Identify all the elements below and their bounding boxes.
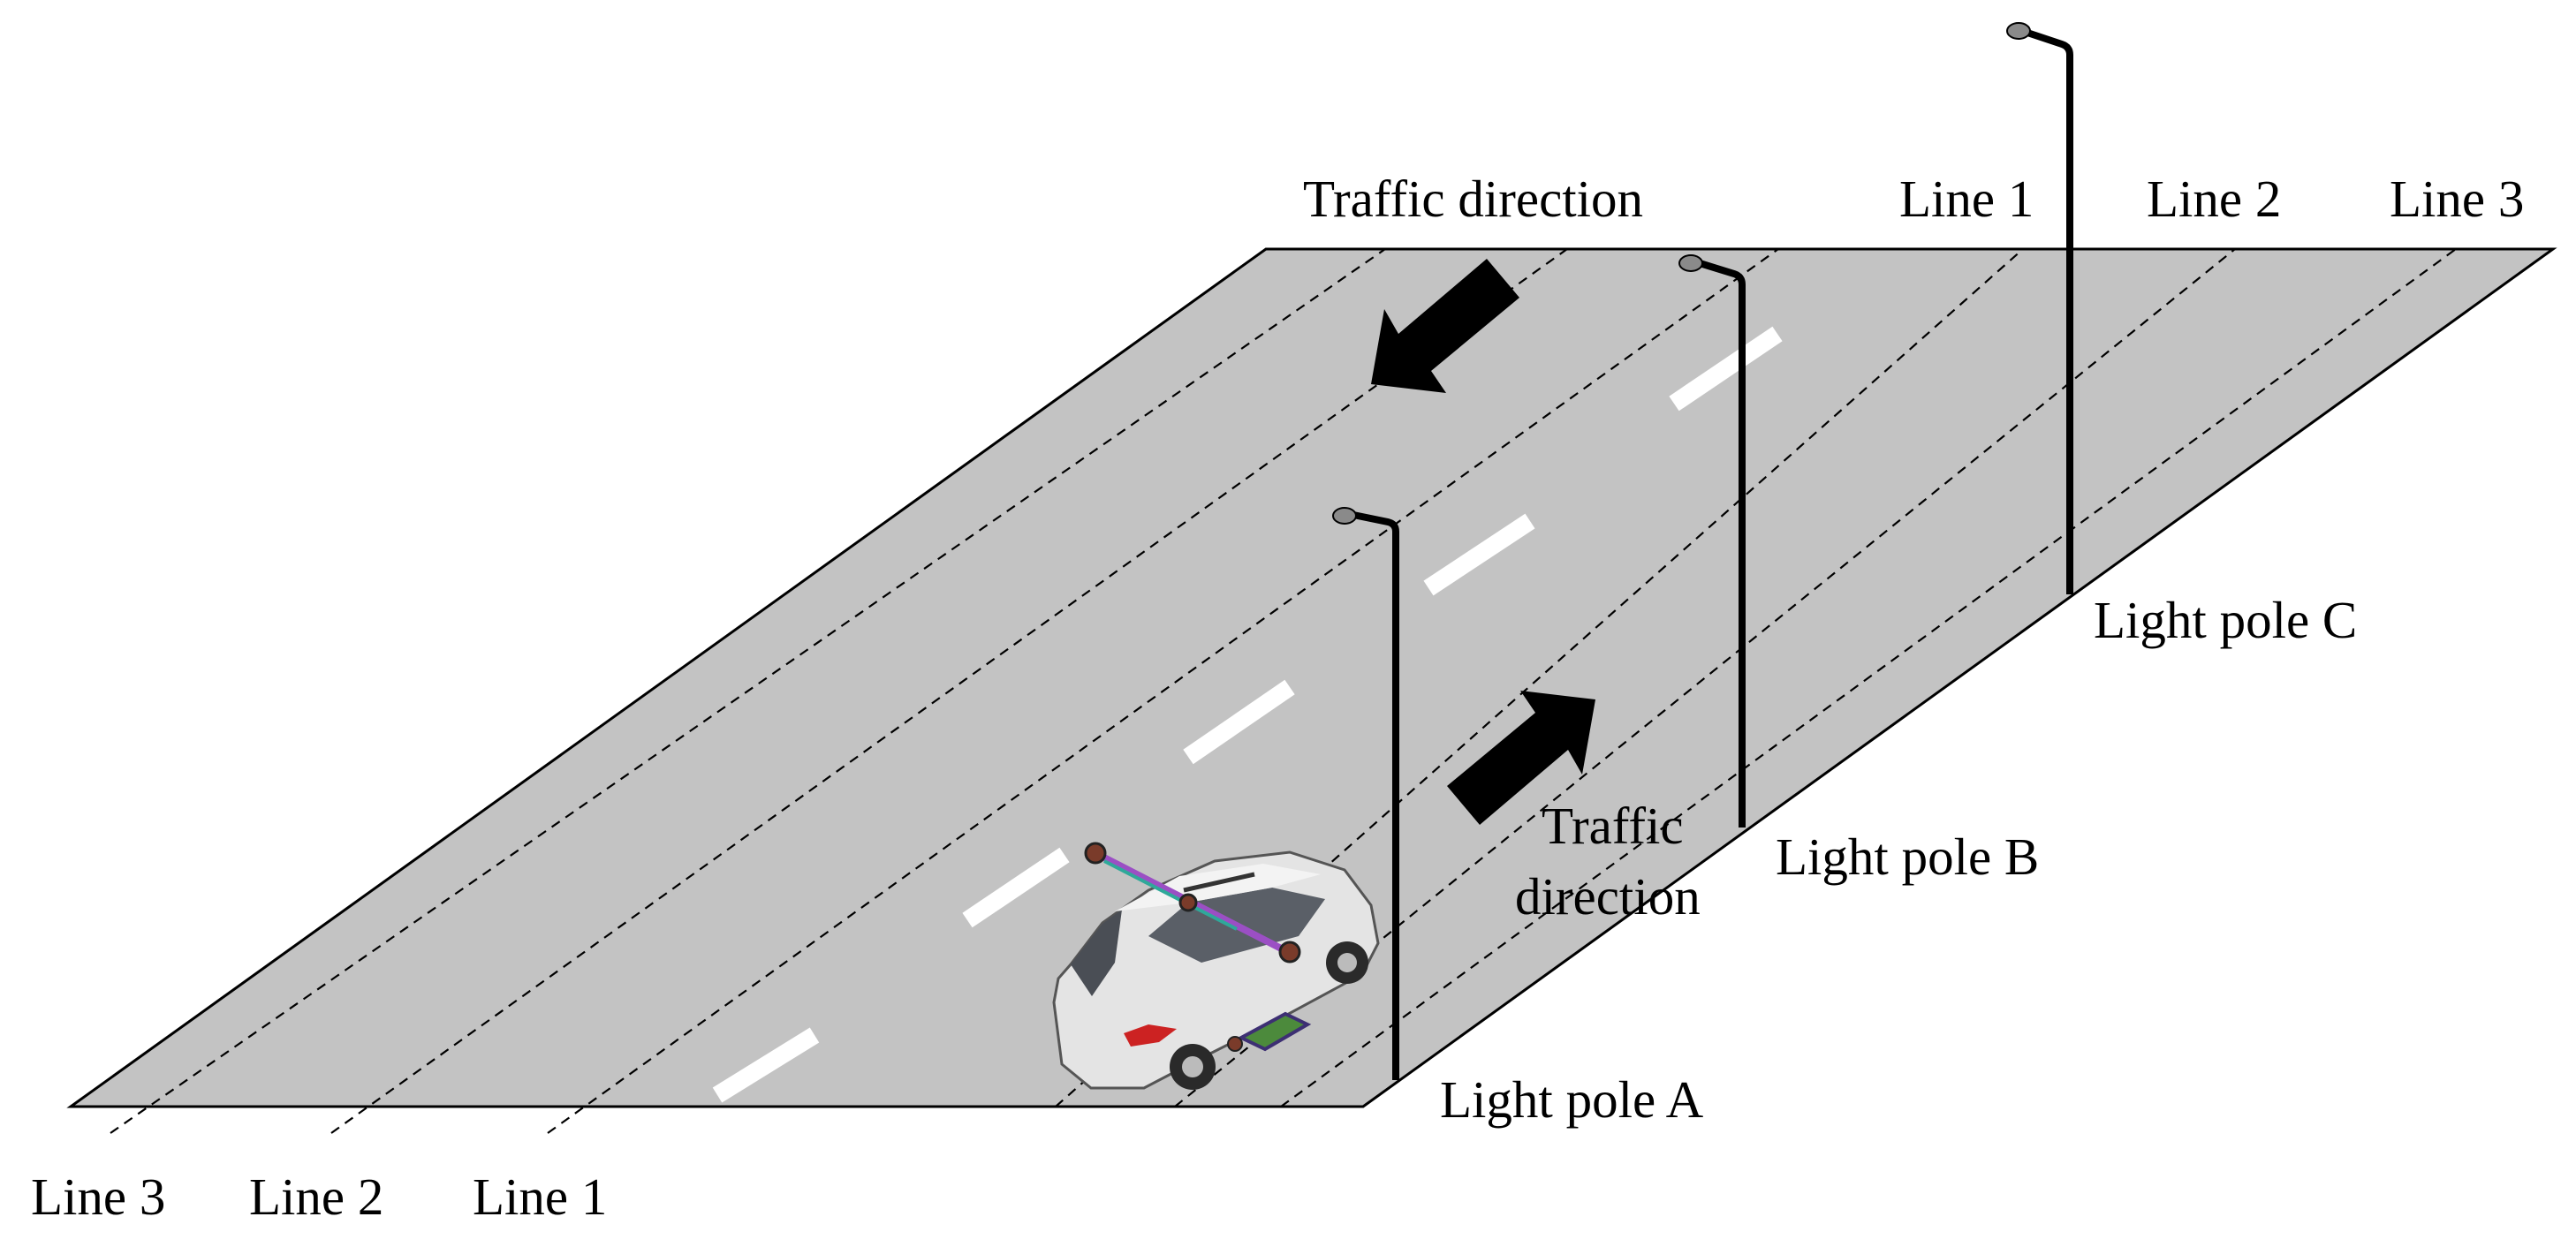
lane-dash <box>712 1027 820 1103</box>
underbody-sensor-frame <box>1237 1011 1312 1052</box>
survey-line-1-right <box>1055 248 2024 1107</box>
lane-dash <box>962 847 1070 928</box>
rear-wheel-hub <box>1182 1056 1203 1077</box>
car-roof <box>1115 864 1321 911</box>
survey-line-3-left <box>110 248 1386 1134</box>
lane-markings <box>712 326 1783 1103</box>
roof-rack <box>1183 872 1255 893</box>
line-1-label-bottom: Line 1 <box>473 1168 607 1226</box>
traffic-direction-label-bottom-line1: Traffic <box>1542 797 1684 855</box>
light-pole-b <box>1678 254 1746 828</box>
front-wheel-hub <box>1337 953 1357 972</box>
survey-line-3-right <box>1280 248 2457 1107</box>
line-1-label-top: Line 1 <box>1899 170 2034 228</box>
lamp-icon <box>1332 507 1357 525</box>
light-pole-c-label: Light pole C <box>2094 591 2357 649</box>
sensor-icon <box>1178 893 1198 912</box>
car-windows <box>1071 910 1122 996</box>
sensor-icon <box>1278 941 1301 964</box>
line-2-label-top: Line 2 <box>2147 170 2281 228</box>
light-pole-c <box>2006 22 2073 594</box>
road-surface <box>66 247 2557 1108</box>
line-3-label-bottom: Line 3 <box>31 1168 165 1226</box>
light-pole-c-pole <box>2026 29 2073 594</box>
lane-dash <box>1183 679 1295 765</box>
light-pole-a <box>1332 507 1399 1080</box>
survey-line-1-left <box>547 248 1779 1134</box>
light-pole-a-pole <box>1352 511 1399 1080</box>
sensor-icon <box>1084 842 1107 865</box>
sensor-icon <box>1227 1036 1243 1052</box>
light-pole-b-pole <box>1698 260 1746 828</box>
survey-line-2-left <box>330 248 1568 1134</box>
light-pole-a-label: Light pole A <box>1440 1070 1704 1129</box>
traffic-direction-label-bottom-line2: direction <box>1515 867 1701 926</box>
arrow-up-left-icon <box>1371 259 1519 393</box>
suv-with-mounted-sensors-icon <box>1052 842 1380 1090</box>
tail-light <box>1124 1024 1177 1047</box>
lamp-icon <box>2006 22 2031 40</box>
lane-dash <box>1669 326 1783 412</box>
traffic-direction-label-top: Traffic direction <box>1303 170 1643 228</box>
light-pole-b-label: Light pole B <box>1776 828 2039 886</box>
arrow-down-right-icon <box>1447 691 1595 825</box>
lane-dash <box>1423 513 1535 596</box>
line-2-label-bottom: Line 2 <box>249 1168 383 1226</box>
sensor-bar-rail <box>1103 859 1238 931</box>
lamp-icon <box>1678 254 1703 272</box>
line-3-label-top: Line 3 <box>2390 170 2524 228</box>
